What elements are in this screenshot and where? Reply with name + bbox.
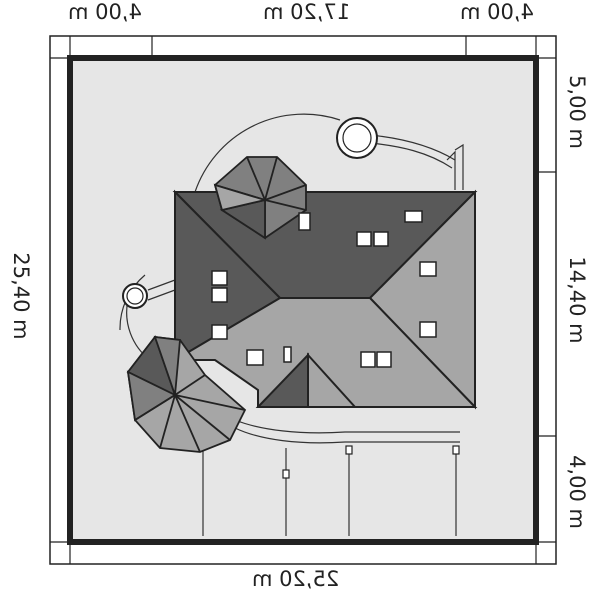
front-lines xyxy=(202,448,457,536)
plot-boundary xyxy=(67,55,539,545)
dimension-right-bottom: 4,00 m xyxy=(565,455,589,529)
garden-arcs xyxy=(119,113,464,444)
posts xyxy=(282,445,460,479)
turret-top xyxy=(213,156,307,240)
turret-bottom-left xyxy=(126,335,247,453)
dimension-right-middle: 14,40 m xyxy=(565,256,589,343)
dimension-right-top: 5,00 m xyxy=(565,75,589,149)
dimension-left: 25,40 m xyxy=(9,252,33,339)
skylights xyxy=(211,210,437,368)
